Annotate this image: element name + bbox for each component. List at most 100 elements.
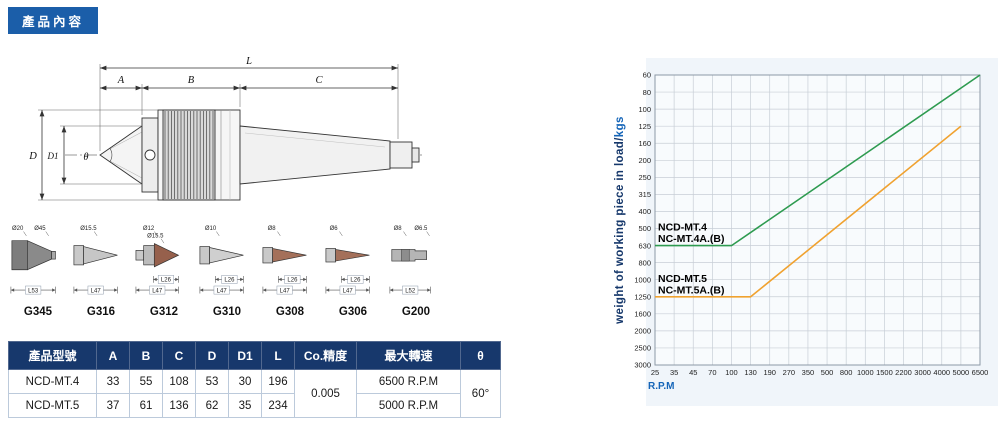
length-dim-label: L53 — [28, 288, 39, 294]
length-dim: L26 — [341, 275, 370, 284]
series-label: NC-MT.4A.(B) — [658, 233, 725, 245]
cell-accuracy: 0.005 — [294, 369, 357, 418]
x-tick-label: 190 — [763, 368, 776, 377]
cell-L: 196 — [261, 369, 295, 394]
y-tick-label: 3000 — [634, 361, 651, 370]
x-tick-label: 3000 — [914, 368, 931, 377]
y-tick-label: 125 — [638, 122, 651, 131]
technical-drawing: L A B C D D1 θ — [28, 56, 425, 201]
x-tick-label: 70 — [708, 368, 716, 377]
y-tick-label: 60 — [643, 71, 651, 80]
y-tick-label: 2500 — [634, 344, 651, 353]
length-dim-label: L47 — [343, 288, 354, 294]
dim-label-C: C — [315, 75, 323, 86]
col-header-B: B — [129, 341, 163, 370]
y-tick-label: 250 — [638, 173, 651, 182]
cell-D: 62 — [195, 393, 229, 418]
plot-border — [654, 74, 981, 366]
tip-drawing: Ø10 L26 L47 — [199, 226, 244, 294]
tip-drawing: Ø15.5 L47 — [73, 226, 118, 294]
length-dim-label: L26 — [287, 278, 298, 284]
cell-C: 108 — [162, 369, 196, 394]
col-header-accuracy: Co.精度 — [294, 341, 357, 370]
y-tick-label: 2000 — [634, 327, 651, 336]
length-dim: L47 — [135, 285, 179, 294]
tip-model-label: G310 — [212, 306, 242, 318]
x-tick-label: 2200 — [895, 368, 912, 377]
load-vs-rpm-chart: 25 35 45 70 100 130 190 270 350 500 800 … — [634, 71, 988, 392]
cell-theta: 60° — [460, 369, 501, 418]
y-tick-label: 630 — [638, 241, 651, 250]
tip-model-label: G312 — [149, 306, 179, 318]
length-dim: L52 — [389, 285, 431, 294]
extension-lines — [38, 64, 399, 201]
tip-model-label: G306 — [338, 306, 368, 318]
x-axis-label: R.P.M — [648, 381, 675, 392]
cell-B: 55 — [129, 369, 163, 394]
cell-rpm: 5000 R.P.M — [356, 393, 461, 418]
cell-L: 234 — [261, 393, 295, 418]
shank-tip — [411, 147, 420, 163]
diameter-label: Ø8 — [268, 226, 277, 232]
tip-G312: Ø12 Ø15.5 L26 L47 G312 — [134, 224, 194, 318]
col-header-max-speed: 最大轉速 — [356, 341, 461, 370]
cell-A: 33 — [96, 369, 130, 394]
diameter-label: Ø8 — [394, 226, 403, 232]
x-tick-label: 25 — [651, 368, 659, 377]
tip-G345: Ø20 Ø45 L53 G345 — [8, 224, 68, 318]
x-tick-label: 500 — [821, 368, 834, 377]
col-header-L: L — [261, 341, 295, 370]
cell-A: 37 — [96, 393, 130, 418]
x-tick-label: 35 — [670, 368, 678, 377]
diameter-label: Ø15.5 — [80, 226, 97, 232]
dim-label-theta: θ — [83, 152, 88, 163]
length-dim-label: L47 — [152, 288, 163, 294]
x-tick-label: 1000 — [857, 368, 874, 377]
lock-hole — [144, 149, 156, 161]
tip-G310: Ø10 L26 L47 G310 — [197, 224, 257, 318]
y-tick-label: 1000 — [634, 275, 651, 284]
tip-model-label: G345 — [23, 306, 53, 318]
table-row: NCD-MT.4 33 55 108 53 30 196 0.005 6500 … — [8, 369, 501, 418]
y-tick-label: 500 — [638, 224, 651, 233]
dim-label-B: B — [188, 75, 195, 86]
y-tick-label: 800 — [638, 258, 651, 267]
x-tick-label: 130 — [744, 368, 757, 377]
series-line-NCD-MT.5 — [655, 125, 962, 298]
y-tick-label: 400 — [638, 207, 651, 216]
length-dim: L47 — [325, 285, 370, 294]
dim-label-D1: D1 — [47, 151, 59, 161]
tip-drawing: Ø6 L26 L47 — [325, 226, 370, 294]
x-tick-label: 4000 — [933, 368, 950, 377]
tip-drawing: Ø12 Ø15.5 L26 L47 — [135, 226, 180, 294]
length-dim: L26 — [278, 275, 307, 284]
length-dim-label: L26 — [350, 278, 361, 284]
tip-G200: Ø8 Ø6.5 L52 G200 — [386, 224, 446, 318]
col-header-D: D — [195, 341, 229, 370]
diameter-label: Ø10 — [205, 226, 217, 232]
spec-table: 產品型號 A B C D D1 L Co.精度 最大轉速 θ NCD-MT.4 … — [8, 341, 501, 418]
length-dim: L47 — [199, 285, 244, 294]
tip-drawing: Ø8 Ø6.5 L52 — [389, 226, 431, 294]
length-dim: L47 — [262, 285, 307, 294]
length-dim-label: L26 — [161, 278, 172, 284]
table-row: NCD-MT.5 37 61 136 62 35 234 5000 R.P.M — [8, 393, 501, 418]
interchangeable-tips-row: Ø20 Ø45 L53 G345 Ø15.5 L47 G316 Ø12 Ø15.… — [8, 224, 446, 318]
length-dim-label: L47 — [217, 288, 228, 294]
length-dim-label: L52 — [405, 288, 416, 294]
x-tick-label: 270 — [783, 368, 796, 377]
y-tick-label: 80 — [643, 88, 651, 97]
dim-label-A: A — [117, 75, 125, 86]
diameter-label: Ø45 — [34, 226, 46, 232]
length-dim-label: L47 — [91, 288, 102, 294]
col-header-theta: θ — [460, 341, 501, 370]
x-tick-label: 5000 — [953, 368, 970, 377]
col-header-A: A — [96, 341, 130, 370]
diameter-label: Ø20 — [12, 226, 24, 232]
theta-angle-arc — [109, 148, 113, 162]
taper-shank — [239, 125, 391, 185]
col-header-C: C — [162, 341, 196, 370]
tip-model-label: G316 — [86, 306, 116, 318]
cell-D: 53 — [195, 369, 229, 394]
